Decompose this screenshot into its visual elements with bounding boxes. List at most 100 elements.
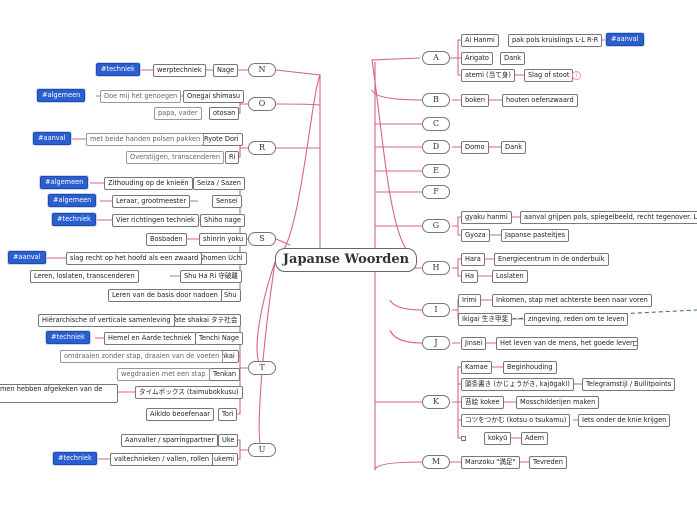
topic-ai-hanmi-desc[interactable]: pak pols kruislings L-L R-R: [508, 34, 603, 47]
topic-irimi[interactable]: Irimi: [458, 294, 481, 307]
tag-techniek[interactable]: #techniek: [52, 213, 96, 226]
topic-irimi-desc[interactable]: Inkomen, stap met achterste been naar vo…: [492, 294, 652, 307]
topic-shu-desc[interactable]: Leren van de basis door nadoen: [108, 289, 222, 302]
tag-aanval[interactable]: #aanval: [33, 132, 71, 145]
topic-gyaku-hanmi[interactable]: gyaku hanmi: [461, 211, 512, 224]
branch-h[interactable]: H: [422, 261, 450, 275]
topic-hara-desc[interactable]: Energiecentrum in de onderbuik: [494, 253, 609, 266]
topic-seiza[interactable]: Seiza / Sazen: [193, 177, 245, 190]
topic-timebox[interactable]: タイムボックス (taimubokkusu): [135, 386, 243, 399]
tag-algemeen[interactable]: #algemeen: [48, 194, 97, 207]
topic-sensei-desc[interactable]: Leraar, grootmeester: [112, 195, 191, 208]
topic-uke[interactable]: Uke: [218, 434, 239, 447]
topic-shiho-nage-desc[interactable]: Vier richtingen techniek: [112, 214, 199, 227]
topic-arigato[interactable]: Arigato: [461, 52, 493, 65]
topic-shomen-uchi-desc[interactable]: slag recht op het hoofd als een zwaard: [66, 252, 203, 265]
topic-ha-desc[interactable]: Loslaten: [492, 270, 528, 283]
topic-shu[interactable]: Shu: [220, 289, 241, 302]
topic-domo[interactable]: Domo: [461, 141, 489, 154]
topic-nage-desc[interactable]: werptechniek: [153, 64, 206, 77]
branch-t[interactable]: T: [248, 361, 276, 375]
topic-jinsei[interactable]: Jinsei: [461, 337, 487, 350]
topic-ryote-dori-desc[interactable]: met beide handen polsen pakken: [86, 133, 205, 146]
topic-sensei[interactable]: Sensei: [212, 195, 242, 208]
topic-kajogaki-desc[interactable]: Telegramstijl / Bullitpoints: [582, 378, 676, 391]
tag-algemeen[interactable]: #algemeen: [40, 176, 89, 189]
topic-kokyu[interactable]: kokyū: [484, 432, 512, 445]
topic-domo-desc[interactable]: Dank: [501, 141, 527, 154]
topic-jinsei-desc[interactable]: Het leven van de mens, het goede leven: [496, 337, 639, 350]
topic-onegai-desc[interactable]: Doe mij het genoegen: [100, 90, 182, 103]
topic-hara[interactable]: Hara: [461, 253, 485, 266]
topic-shu-ha-ri-desc[interactable]: Leren, loslaten, transcenderen: [30, 270, 139, 283]
topic-gyoza[interactable]: Gyoza: [461, 229, 490, 242]
topic-ikigai-desc[interactable]: zingeving, reden om te leven: [524, 313, 629, 326]
topic-ai-hanmi[interactable]: Ai Hanmi: [461, 34, 499, 47]
tag-techniek[interactable]: #techniek: [96, 63, 140, 76]
topic-ha[interactable]: Ha: [461, 270, 478, 283]
topic-shiho-nage[interactable]: Shiho nage: [200, 214, 245, 227]
topic-manzoku-desc[interactable]: Tevreden: [529, 456, 567, 469]
topic-kajogaki[interactable]: 頭条書き (かじょうがき, kajōgaki): [461, 378, 574, 391]
branch-k[interactable]: K: [422, 395, 450, 409]
branch-r[interactable]: R: [248, 141, 276, 155]
topic-kamae-desc[interactable]: Beginhouding: [503, 361, 557, 374]
topic-onegai-shimasu[interactable]: Onegai shimasu: [183, 90, 245, 103]
topic-ikigai[interactable]: Ikigai 生き甲斐: [458, 313, 513, 326]
topic-shinrin-yoku-desc[interactable]: Bosbaden: [146, 233, 187, 246]
topic-kamae[interactable]: Kamae: [461, 361, 492, 374]
collapse-handle[interactable]: [633, 341, 638, 346]
topic-ukemi-desc[interactable]: valtechnieken / vallen, rollen: [110, 453, 214, 466]
topic-tenchi-nage[interactable]: Tenchi Nage: [195, 332, 244, 345]
topic-gyaku-hanmi-desc[interactable]: aanval grijpen pols, spiegelbeeld, recht…: [520, 211, 697, 224]
tag-techniek[interactable]: #techniek: [53, 452, 97, 465]
branch-i[interactable]: I: [422, 303, 450, 317]
topic-aikido-beoefenaar[interactable]: Aikido beoefenaar: [146, 408, 214, 421]
tag-aanval[interactable]: #aanval: [606, 33, 644, 46]
branch-c[interactable]: C: [422, 117, 450, 131]
topic-shinrin-yoku[interactable]: shinrin yoku: [199, 233, 248, 246]
branch-s[interactable]: S: [248, 232, 276, 246]
collapse-handle[interactable]: [461, 436, 466, 441]
tag-algemeen[interactable]: #algemeen: [37, 89, 86, 102]
branch-b[interactable]: B: [422, 93, 450, 107]
topic-otosan-desc[interactable]: papa, vader: [154, 107, 202, 120]
topic-boken-desc[interactable]: houten oefenzwaard: [502, 94, 578, 107]
topic-otosan[interactable]: otosan: [209, 107, 240, 120]
topic-atemi-desc[interactable]: Slag of stoot: [524, 69, 574, 82]
topic-arigato-desc[interactable]: Dank: [500, 52, 526, 65]
topic-nage[interactable]: Nage: [213, 64, 239, 77]
topic-boken[interactable]: boken: [461, 94, 490, 107]
topic-kokee[interactable]: 苔絵 kokee: [461, 396, 504, 409]
topic-ri-desc[interactable]: Overstijgen, transcenderen: [126, 151, 225, 164]
topic-kokee-desc[interactable]: Mosschilderijen maken: [516, 396, 600, 409]
branch-u[interactable]: U: [248, 443, 276, 457]
branch-j[interactable]: J: [422, 336, 450, 350]
topic-tenkai-desc[interactable]: omdraaien zonder stap, draaien van de vo…: [60, 350, 224, 363]
topic-uke-desc[interactable]: Aanvaller / sparringpartner: [121, 434, 219, 447]
branch-m[interactable]: M: [422, 455, 450, 469]
topic-tenchi-nage-desc[interactable]: Hemel en Aarde techniek: [104, 332, 196, 345]
branch-f[interactable]: F: [422, 185, 450, 199]
topic-kokyu-desc[interactable]: Adem: [521, 432, 549, 445]
topic-shomen-uchi[interactable]: Shomen Uchi: [195, 252, 247, 265]
branch-e[interactable]: E: [422, 164, 450, 178]
topic-tori[interactable]: Tori: [218, 408, 238, 421]
topic-seiza-desc[interactable]: Zithouding op de knieën: [104, 177, 193, 190]
topic-ukemi[interactable]: ukemi: [210, 453, 239, 466]
info-icon[interactable]: i: [572, 71, 581, 80]
branch-n[interactable]: N: [248, 63, 276, 77]
topic-atemi[interactable]: atemi (当て身): [461, 69, 515, 82]
topic-manzoku[interactable]: Manzoku "満足": [461, 456, 520, 469]
topic-kotsu-desc[interactable]: Iets onder de knie krijgen: [578, 414, 671, 427]
topic-shu-ha-ri[interactable]: Shu Ha Ri 守破離: [180, 270, 243, 283]
tag-aanval[interactable]: #aanval: [8, 251, 46, 264]
branch-o[interactable]: O: [248, 97, 276, 111]
topic-kotsu[interactable]: コツをつかむ (kotsu o tsukamu): [461, 414, 571, 427]
central-topic[interactable]: Japanse Woorden: [275, 248, 417, 272]
topic-tenkan[interactable]: Tenkan: [209, 368, 241, 381]
topic-ri[interactable]: Ri: [225, 151, 240, 164]
tag-techniek[interactable]: #techniek: [46, 331, 90, 344]
topic-gyoza-desc[interactable]: Japanse pasteitjes: [501, 229, 570, 242]
branch-a[interactable]: A: [422, 51, 450, 65]
